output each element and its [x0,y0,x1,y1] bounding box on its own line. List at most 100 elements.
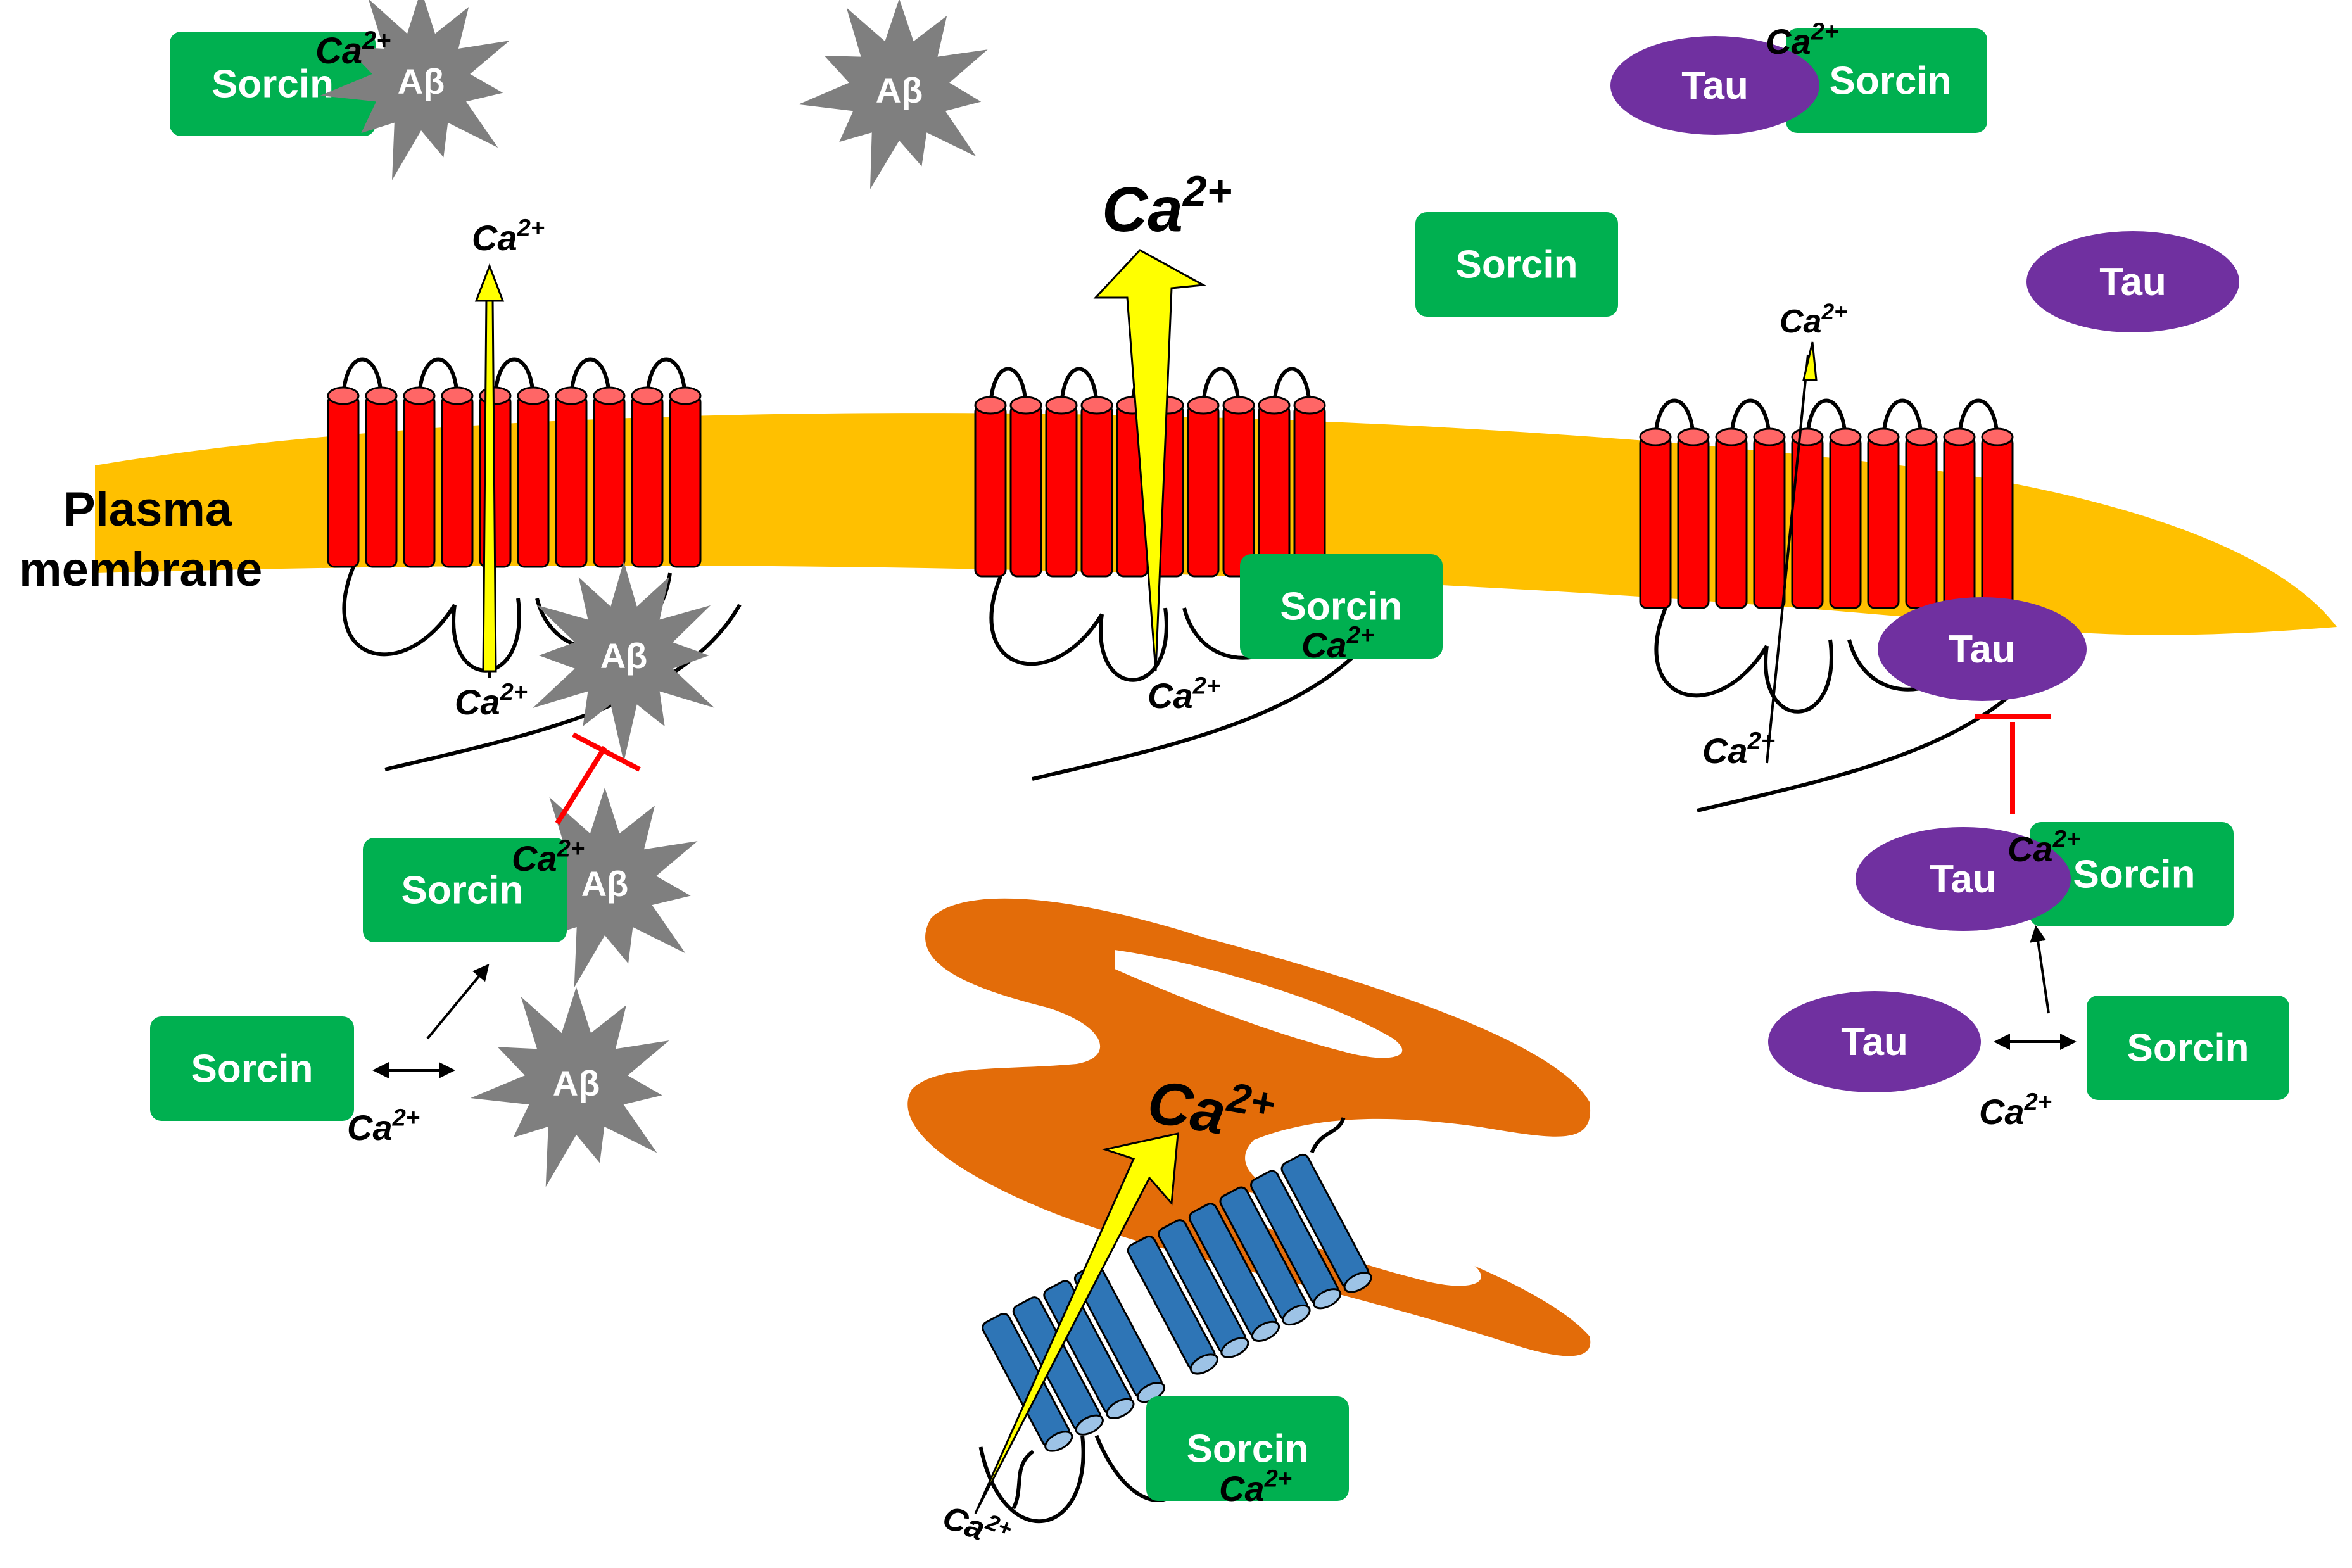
ca-flux-arrow [482,296,497,673]
binding-arrow [426,963,490,1040]
sorcin-label: Sorcin [1187,1427,1309,1471]
abeta-label: Aβ [600,636,648,676]
helix [517,395,550,568]
helix [1981,436,2014,609]
svg-text:Ca2+: Ca2+ [472,215,545,258]
sorcin-label: Sorcin [191,1047,313,1091]
svg-text:Ca2+: Ca2+ [2007,826,2080,869]
ca-channel [1639,398,2014,609]
helix [1222,404,1255,578]
tau-oval: Tau [1878,597,2087,701]
svg-text:Ca2+: Ca2+ [1102,167,1232,245]
helix [1293,404,1326,578]
tau-oval: Tau [1856,827,2071,931]
sorcin-box: Sorcin [1240,554,1443,659]
svg-text:Ca2+: Ca2+ [1766,19,1838,61]
helix [555,395,588,568]
abeta-star: Aβ [470,987,669,1187]
calcium-label: Ca2+ [347,1105,420,1148]
calcium-label: Ca2+ [1219,1466,1292,1508]
er-ca-channel [978,1116,1372,1524]
helix [1677,436,1710,609]
inhibition-bar [572,732,641,772]
ca-channel [327,357,702,568]
abeta-label: Aβ [553,1063,600,1103]
svg-text:Ca2+: Ca2+ [1702,728,1775,771]
svg-text:Ca2+: Ca2+ [1148,673,1220,716]
calcium-label: Ca2+ [1766,19,1838,61]
calcium-label: Ca2+ [2007,826,2080,869]
helix [1045,404,1078,578]
ca-flux-line [1766,354,1809,764]
svg-text:Ca2+: Ca2+ [347,1105,420,1148]
helix [974,404,1007,578]
sorcin-label: Sorcin [401,869,524,913]
sorcin-box: Sorcin [2087,996,2289,1100]
sorcin-box: Sorcin [1146,1396,1349,1501]
svg-text:Ca2+: Ca2+ [512,836,585,878]
helix [1258,404,1291,578]
svg-text:Ca2+: Ca2+ [938,1495,1015,1556]
calcium-label: Ca2+ [1142,1060,1279,1156]
sorcin-box: Sorcin [170,32,376,136]
helix [1009,404,1042,578]
binding-arrow [2030,925,2050,1014]
tau-label: Tau [1681,64,1748,108]
calcium-label: Ca2+ [1102,167,1232,245]
calcium-label: Ca2+ [472,215,545,258]
tau-oval: Tau [1610,36,1819,135]
abeta-star: Aβ [533,561,715,762]
helix [593,395,626,568]
calcium-label: Ca2+ [512,836,585,878]
svg-text:Ca2+: Ca2+ [1780,300,1847,340]
calcium-label: Ca2+ [1780,300,1847,340]
helix [1829,436,1862,609]
svg-text:Ca2+: Ca2+ [1142,1060,1279,1156]
sorcin-box: Sorcin [2030,822,2234,926]
abeta-label: Aβ [876,70,923,110]
helix [1639,436,1672,609]
calcium-label: Ca2+ [315,27,391,72]
sorcin-box: Sorcin [150,1016,354,1121]
helix [403,395,436,568]
helix [1943,436,1976,609]
helix [1080,404,1113,578]
sorcin-label: Sorcin [1830,60,1952,103]
svg-text:Ca2+: Ca2+ [1219,1466,1292,1508]
calcium-label: Ca2+ [1702,728,1775,771]
helix [1905,436,1938,609]
sorcin-label: Sorcin [1280,585,1403,629]
calcium-label: Ca2+ [1979,1089,2052,1132]
tau-oval: Tau [1768,991,1981,1092]
tau-label: Tau [1930,857,1997,901]
helix [669,395,702,568]
helix [631,395,664,568]
membrane-label-line1: Plasma [63,483,232,536]
calcium-label: Ca2+ [455,680,528,722]
abeta-label: Aβ [581,864,629,904]
abeta-label: Aβ [398,61,445,101]
ca-flux-arrow [1802,341,1818,381]
channel-loops [342,566,742,771]
tau-oval: Tau [2026,231,2239,332]
calcium-label: Ca2+ [938,1495,1015,1556]
abeta-star: Aβ [320,0,510,180]
sorcin-label: Sorcin [2073,853,2196,897]
helix [1753,436,1786,609]
calcium-label: Ca2+ [1148,673,1220,716]
svg-text:Ca2+: Ca2+ [455,680,528,722]
helix [365,395,398,568]
sorcin-label: Sorcin [2127,1027,2249,1070]
abeta-star: Aβ [498,787,698,988]
helix [1187,404,1220,578]
tau-label: Tau [1949,628,2016,671]
membrane-label-line2: membrane [19,543,262,597]
tau-label: Tau [2099,260,2166,304]
calcium-label: Ca2+ [1301,623,1374,665]
sorcin-box: Sorcin [1786,28,1987,133]
tau-label: Tau [1841,1020,1908,1064]
helix [441,395,474,568]
inhibition-line [555,745,607,825]
